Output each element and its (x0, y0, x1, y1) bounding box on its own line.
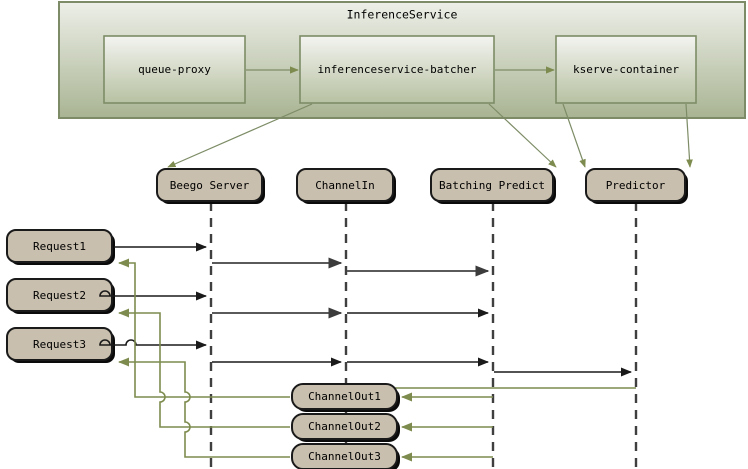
lifeline-label-beego: Beego Server (170, 179, 250, 192)
msg-request3-to-beego (99, 339, 208, 350)
request-label-1: Request1 (33, 240, 86, 253)
pod-inferenceservice-batcher-box (299, 35, 495, 104)
request-label-2: Request2 (33, 289, 86, 302)
msg-channelout2-to-request2 (117, 308, 290, 428)
lifeline-header-channelin[interactable]: ChannelIn (296, 168, 396, 204)
msg-request2-to-beego (99, 290, 208, 301)
pod-queue-proxy-box (103, 35, 246, 104)
channelout-to-request-returns (117, 258, 290, 458)
map-kserve-to-predictor-left (562, 103, 586, 168)
channelout-box-3-rect (291, 443, 398, 469)
pod-kserve-container-label: kserve-container (573, 63, 679, 76)
request-box-1[interactable]: Request1 (6, 229, 115, 265)
request-box-2[interactable]: Request2 (6, 278, 115, 314)
lifeline-label-predictor: Predictor (606, 179, 666, 192)
lifeline-header-predictor[interactable]: Predictor (585, 168, 688, 204)
pod-inferenceservice-batcher-label: inferenceservice-batcher (318, 63, 477, 76)
inferenceservice-title: InferenceService (347, 8, 458, 22)
request-to-beego-arrows (99, 242, 208, 350)
map-batcher-to-beego (167, 103, 313, 168)
request-box-2-rect (6, 278, 113, 312)
beego-to-channelin-arrows (212, 257, 343, 367)
channelin-to-batching-arrows (347, 265, 490, 367)
pod-kserve-container-box (555, 35, 697, 104)
msg-channelout3-to-request3 (117, 357, 290, 458)
request-box-1-rect (6, 229, 113, 263)
lifeline-box-batching (430, 168, 554, 202)
channelout-label-2: ChannelOut2 (308, 420, 381, 433)
lifeline-box-beego (156, 168, 263, 202)
request-box-3-rect (6, 327, 113, 361)
lifeline-box-predictor (585, 168, 686, 202)
channelout-box-1-rect (291, 383, 398, 410)
lifeline-header-batching[interactable]: Batching Predict (430, 168, 556, 204)
lifeline-label-batching: Batching Predict (439, 179, 545, 192)
msg-channelout1-to-request1 (117, 258, 290, 398)
channelout-label-3: ChannelOut3 (308, 450, 381, 463)
lifeline-box-channelin (296, 168, 394, 202)
request-label-3: Request3 (33, 338, 86, 351)
pod-queue-proxy-label: queue-proxy (138, 63, 211, 76)
pod-inferenceservice-batcher[interactable]: inferenceservice-batcher (299, 35, 495, 104)
channelout-box-2[interactable]: ChannelOut2 (291, 413, 400, 442)
lifeline-header-beego[interactable]: Beego Server (156, 168, 265, 204)
channelout-box-1[interactable]: ChannelOut1 (291, 383, 400, 412)
channelout-label-1: ChannelOut1 (308, 390, 381, 403)
channelout-box-2-rect (291, 413, 398, 440)
lifeline-axes (209, 202, 638, 469)
inferenceservice-container[interactable]: InferenceService queue-proxy inferencese… (58, 1, 746, 119)
map-batcher-to-batching (488, 103, 557, 168)
batching-to-channelout-arrows (400, 392, 493, 462)
pod-kserve-container[interactable]: kserve-container (555, 35, 697, 104)
mapping-arrows (167, 103, 693, 168)
map-kserve-to-predictor-right (685, 103, 693, 168)
request-box-3[interactable]: Request3 (6, 327, 115, 363)
pod-queue-proxy[interactable]: queue-proxy (103, 35, 246, 104)
lifeline-label-channelin: ChannelIn (315, 179, 375, 192)
channelout-box-3[interactable]: ChannelOut3 (291, 443, 400, 469)
